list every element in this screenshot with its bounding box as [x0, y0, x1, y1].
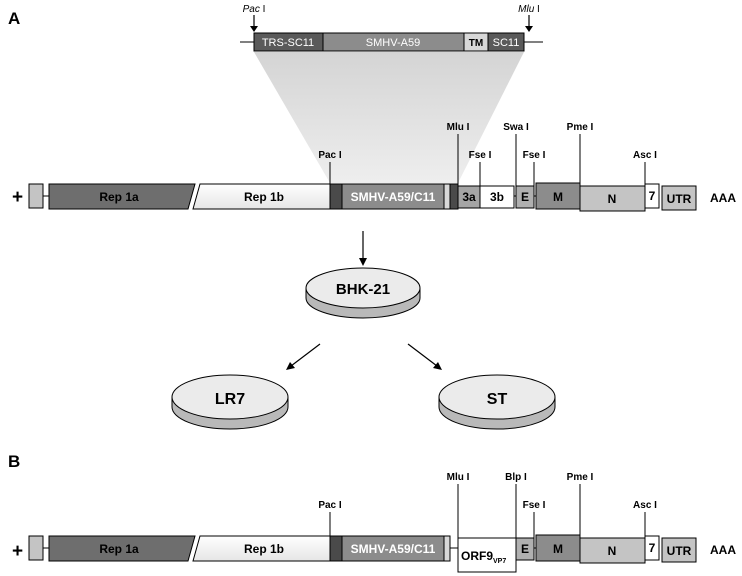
genome-b-orf9: ORF9VP7 [461, 549, 506, 565]
genome-b: + Rep 1a Rep 1b SMHV-A59/C11 ORF9VP7 E M… [12, 472, 736, 573]
panel-label-b: B [8, 452, 20, 471]
site-a-mlu: Mlu I [447, 122, 470, 133]
cell-lr7: LR7 [171, 374, 289, 430]
arrow-to-bhk [359, 231, 367, 266]
site-a-pme: Pme I [567, 122, 594, 133]
site-a-fse1: Fse I [469, 150, 492, 161]
genome-a-polyA: AAA [710, 191, 736, 205]
genome-a-7: 7 [649, 189, 656, 203]
genome-a-rep1a: Rep 1a [99, 190, 139, 204]
arrow-to-lr7 [286, 343, 321, 370]
site-b-fse: Fse I [523, 500, 546, 511]
site-b-blp: Blp I [505, 472, 527, 483]
cell-bhk21: BHK-21 [305, 267, 421, 319]
genome-a-plus: + [12, 187, 23, 208]
genome-b-utr: UTR [667, 544, 692, 558]
genome-a-smhv: SMHV-A59/C11 [351, 190, 436, 204]
insertion-funnel [254, 52, 524, 183]
site-b-asc: Asc I [633, 500, 657, 511]
genome-a-m: M [553, 190, 563, 204]
genome-b-rep1b: Rep 1b [244, 542, 284, 556]
insert-construct: TRS-SC11 SMHV-A59 TM SC11 Pac I Mlu I [240, 4, 543, 52]
cell-st-label: ST [487, 391, 508, 408]
cell-lr7-label: LR7 [215, 391, 245, 408]
genome-b-7: 7 [649, 541, 656, 555]
insert-pac-site: Pac I [243, 4, 266, 15]
genome-a-3a: 3a [462, 190, 476, 204]
genome-a-3b: 3b [490, 190, 504, 204]
site-b-pme: Pme I [567, 472, 594, 483]
genome-b-m: M [553, 542, 563, 556]
site-b-mlu: Mlu I [447, 472, 470, 483]
genome-b-n: N [608, 544, 617, 558]
genome-b-polyA: AAA [710, 543, 736, 557]
cell-st: ST [438, 374, 556, 430]
genome-a-e: E [521, 190, 529, 204]
insert-smhv-label: SMHV-A59 [366, 37, 420, 49]
site-a-swa: Swa I [503, 122, 529, 133]
arrow-to-st [407, 343, 442, 370]
genome-b-rep1a: Rep 1a [99, 542, 139, 556]
insert-trs-label: TRS-SC11 [262, 37, 314, 49]
genome-b-plus: + [12, 541, 23, 562]
site-a-asc: Asc I [633, 150, 657, 161]
genome-a: + Rep 1a Rep 1b SMHV-A59/C11 3a 3b E M N… [12, 122, 736, 212]
panel-label-a: A [8, 9, 20, 28]
genome-b-smhv: SMHV-A59/C11 [351, 542, 436, 556]
site-a-fse2: Fse I [523, 150, 546, 161]
site-b-pac: Pac I [318, 500, 342, 511]
site-a-pac: Pac I [318, 150, 342, 161]
cell-bhk21-label: BHK-21 [336, 281, 390, 298]
genome-a-n: N [608, 192, 617, 206]
insert-sc11-label: SC11 [493, 37, 520, 49]
genome-a-rep1b: Rep 1b [244, 190, 284, 204]
insert-mlu-site: Mlu I [518, 4, 540, 15]
genome-b-e: E [521, 542, 529, 556]
genome-a-utr: UTR [667, 192, 692, 206]
insert-tm-label: TM [469, 38, 483, 49]
